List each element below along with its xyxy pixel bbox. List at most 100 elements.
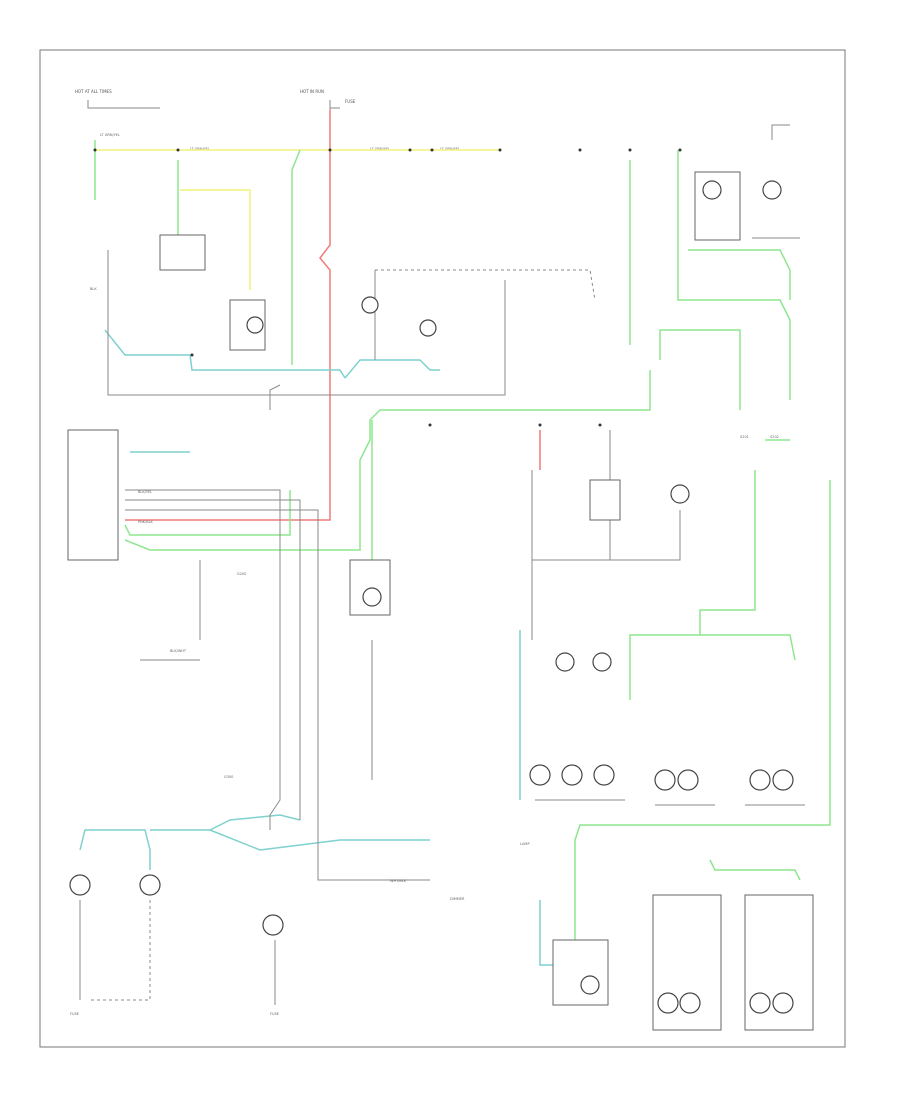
label-g300: G300 <box>224 775 233 779</box>
green-wire-right-1 <box>629 470 756 700</box>
dot-3 <box>328 148 332 152</box>
top-right-lead <box>771 124 790 140</box>
green-wire-c <box>291 149 301 365</box>
label-blk: BLK <box>90 287 97 291</box>
bulb-2 <box>361 296 379 314</box>
label-ltgrn-yel-4: LT GRN/YEL <box>190 147 210 151</box>
dot-12 <box>538 423 542 427</box>
green-wires-top <box>94 140 791 410</box>
module-left-bulb-1 <box>657 992 679 1014</box>
cyan-wire-bottom-left <box>79 829 151 870</box>
junction-dots <box>93 148 682 427</box>
label-blk-yel: BLK/YEL <box>138 490 152 494</box>
cyan-wire-dimmer <box>539 900 555 966</box>
yellow-bus <box>95 149 500 290</box>
dot-13 <box>598 423 602 427</box>
module-left-bulb-2 <box>679 992 701 1014</box>
label-blk-wht: BLK/WHT <box>170 649 187 653</box>
gray-wire-mid <box>269 384 281 410</box>
red-wire <box>125 110 541 521</box>
connector-box <box>67 429 119 561</box>
green-wire-connector <box>124 490 291 536</box>
dimmer-box <box>589 479 621 521</box>
module-box-3 <box>694 171 741 241</box>
label-hot-in-run: HOT IN RUN <box>300 89 324 94</box>
label-g200: G200 <box>237 572 246 576</box>
yellow-branch-1 <box>180 189 251 290</box>
green-wire-right-2 <box>700 634 796 661</box>
gray-wire-loop <box>107 250 506 396</box>
cluster-bulb-3 <box>529 764 551 786</box>
green-wire-g <box>659 329 741 410</box>
label-hot-at-all-times: HOT AT ALL TIMES <box>75 89 112 94</box>
top-power-labels: HOT AT ALL TIMES HOT IN RUN FUSE LT GRN/… <box>75 89 460 151</box>
label-wht-blk: WHT/BLK <box>390 879 407 883</box>
cluster-bulb-4 <box>561 764 583 786</box>
green-wire-f <box>688 249 791 300</box>
cluster-bulb-1 <box>555 652 575 672</box>
dot-10 <box>190 353 194 357</box>
dot-4 <box>498 148 502 152</box>
green-wire-right-3 <box>574 480 831 965</box>
cluster-bulb-5 <box>593 764 615 786</box>
cluster-bulb-9 <box>772 769 794 791</box>
label-s201: S201 <box>740 435 749 439</box>
cluster-bulb-6 <box>654 769 676 791</box>
module-right-bulb-2 <box>772 992 794 1014</box>
bottom-left-lamps: FUSE FUSE <box>69 874 284 1016</box>
cyan-wire-top-mid <box>344 359 440 379</box>
bulb-3 <box>419 319 437 337</box>
gray-wire-bl-ground-dash <box>90 900 151 1001</box>
dot-7 <box>678 148 682 152</box>
cluster-bulb-8 <box>749 769 771 791</box>
lighter-box <box>349 559 391 616</box>
gray-wire-down-2 <box>125 499 301 820</box>
label-ltgrn-yel-3: LT GRN/YEL <box>440 147 460 151</box>
cyan-wire-bottom-right <box>209 829 430 851</box>
cyan-wire-bottom-mid <box>150 814 301 831</box>
center-components <box>349 479 690 780</box>
label-ltgrn-yel-1: LT GRN/YEL <box>100 133 120 137</box>
gray-wire-down-1 <box>125 489 281 830</box>
label-s202: S202 <box>770 435 779 439</box>
green-wire-e <box>677 150 791 400</box>
dot-5 <box>578 148 582 152</box>
lamp-left-2 <box>139 874 161 896</box>
lighter-bulb <box>362 587 382 607</box>
dimmer-bulb <box>670 484 690 504</box>
module-dimmer <box>552 939 609 1006</box>
dot-9 <box>408 148 412 152</box>
cyan-wire-top-left <box>104 329 346 379</box>
module-dimmer-bulb <box>580 975 600 995</box>
label-dimmer: DIMMER <box>450 897 465 901</box>
diagram-frame <box>39 49 846 1048</box>
green-wire-right-4 <box>709 859 801 881</box>
dot-2 <box>176 148 180 152</box>
left-connector <box>67 429 119 561</box>
gray-wire-top-dash <box>375 269 596 301</box>
fuse-line-left <box>87 100 160 109</box>
bottom-right-modules <box>552 894 814 1031</box>
cluster-bulb-7 <box>677 769 699 791</box>
dot-8 <box>430 148 434 152</box>
cyan-wires <box>79 329 555 966</box>
gray-wire-ground-right <box>532 510 681 561</box>
label-bottom-left: FUSE <box>70 1012 79 1016</box>
cluster-bulb-2 <box>592 652 612 672</box>
cluster-bulbs <box>529 652 794 791</box>
label-pnk-blk: PNK/BLK <box>138 520 154 524</box>
dot-6 <box>628 148 632 152</box>
bulb-4 <box>702 180 722 200</box>
dot-11 <box>428 423 432 427</box>
module-box-1 <box>159 234 206 271</box>
green-wire-long <box>124 370 651 551</box>
red-wire-main <box>125 110 331 521</box>
gray-wire-down-3 <box>125 509 430 881</box>
scattered-labels: S201 S202 G200 G300 LAMP DIMMER BLK/WHT … <box>90 287 779 901</box>
bulb-5 <box>762 180 782 200</box>
fuse-lines <box>87 100 340 118</box>
bulb-1 <box>246 316 264 334</box>
label-bottom-center: FUSE <box>270 1012 279 1016</box>
lamp-center <box>262 914 284 936</box>
